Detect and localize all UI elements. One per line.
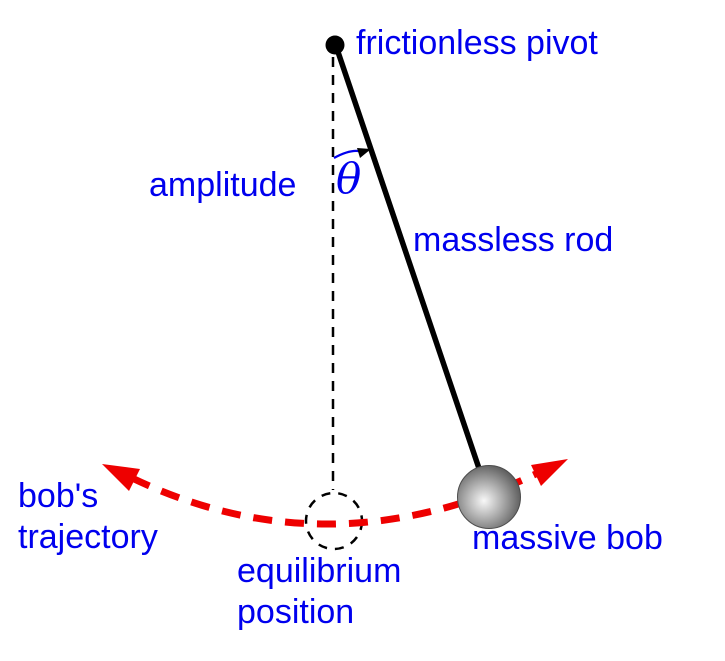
amplitude-label: amplitude [149, 166, 297, 204]
theta-symbol: θ [336, 154, 362, 203]
equilibrium-label: equilibrium position [237, 551, 401, 633]
trajectory-arrowhead-right-icon [531, 459, 568, 486]
angle-arrowhead-icon [357, 148, 371, 158]
pivot-dot [325, 35, 345, 55]
equilibrium-label-line2: position [237, 593, 355, 631]
trajectory-arrowhead-left-icon [102, 464, 140, 491]
rod-label: massless rod [413, 221, 614, 259]
trajectory-label: bob's trajectory [18, 476, 158, 558]
trajectory-label-line1: bob's [18, 477, 99, 515]
equilibrium-label-line1: equilibrium [237, 552, 402, 590]
trajectory-label-line2: trajectory [18, 518, 158, 556]
pendulum-rod [333, 45, 491, 496]
bob-sphere [457, 465, 521, 529]
pivot-label: frictionless pivot [356, 24, 598, 62]
bob-label: massive bob [472, 519, 663, 557]
